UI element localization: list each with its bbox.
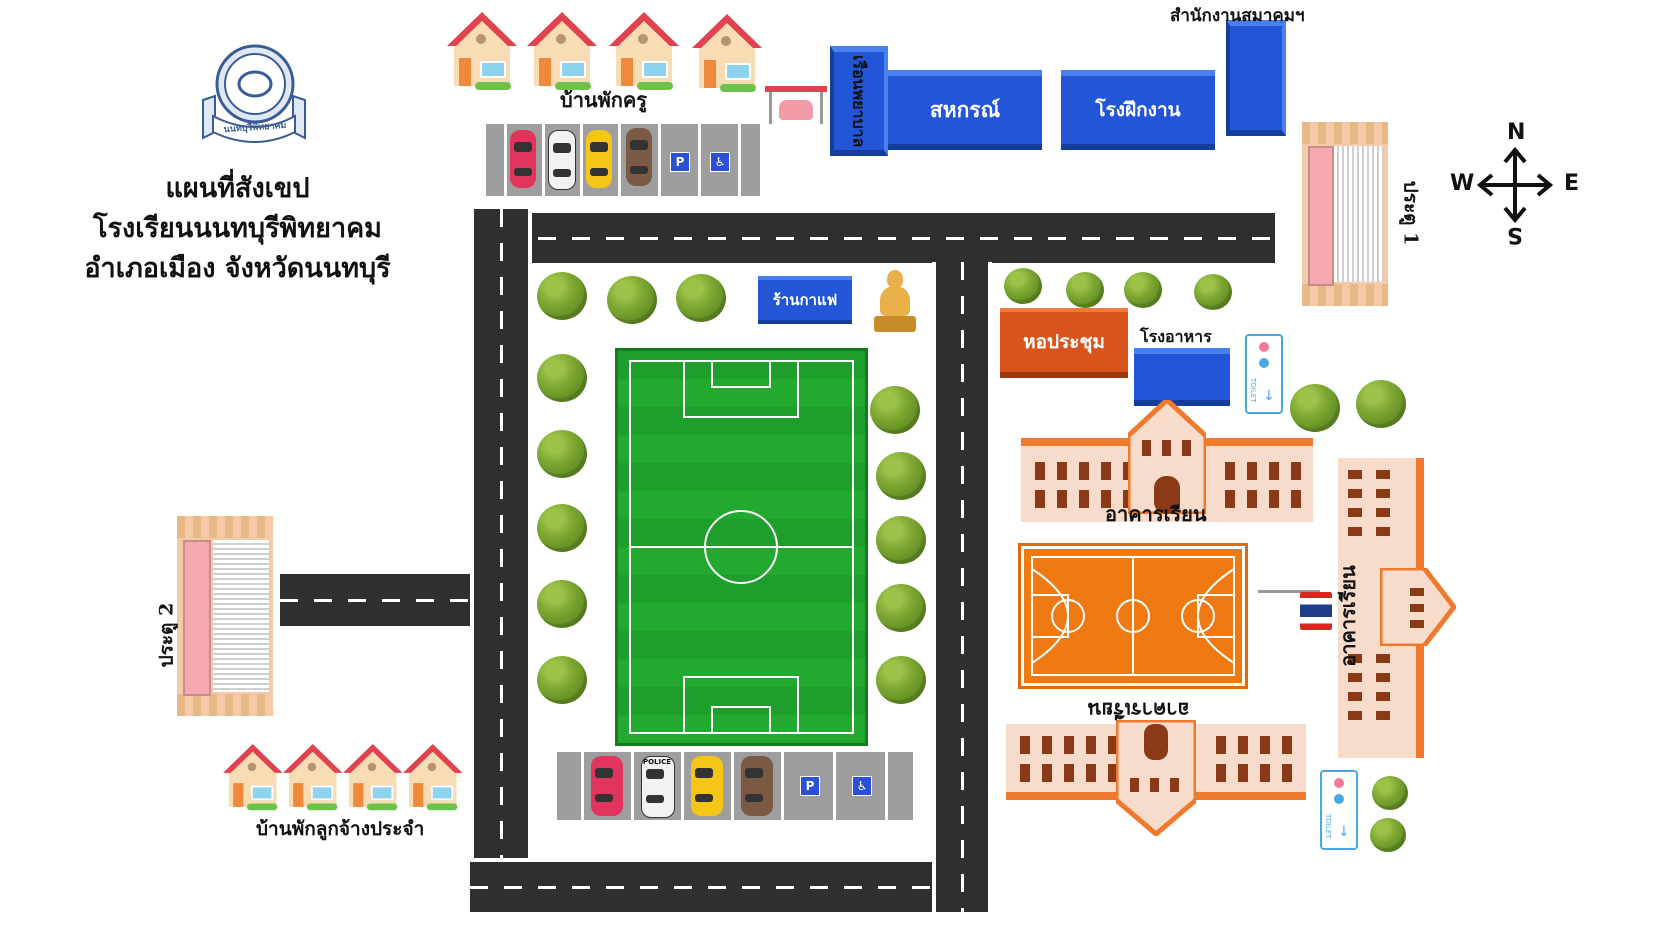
vertical-building: เรือนพยาบาล [830, 46, 888, 156]
parking-lot-top: P ♿ [486, 124, 760, 196]
tree-icon [537, 656, 587, 704]
tree-icon [876, 656, 926, 704]
tree-icon [676, 274, 726, 322]
classroom-building-3-center [1113, 717, 1199, 838]
compass-w: W [1450, 171, 1475, 196]
auditorium-building: หอประชุม [1000, 308, 1128, 378]
teacher-house-icon [527, 12, 597, 90]
auditorium-label: หอประชุม [1023, 331, 1105, 353]
tree-icon [1372, 776, 1408, 810]
truck-icon [741, 756, 773, 816]
toilet-icon: TOILET ↓ [1320, 770, 1358, 850]
classroom-building-3-label: อาคารเรียน [1088, 698, 1190, 722]
association-office-label: สำนักงานสมาคมฯ [1170, 6, 1305, 26]
tree-icon [1066, 272, 1104, 308]
coffee-shop-building: ร้านกาแฟ [758, 276, 852, 324]
tree-icon [1356, 380, 1406, 428]
road-center-vertical [932, 262, 992, 912]
buddha-statue-icon [874, 270, 916, 334]
vertical-building-label: เรือนพยาบาล [849, 54, 869, 148]
map-title-line-2: โรงเรียนนนทบุรีพิทยาคม [93, 213, 382, 244]
tree-icon [607, 276, 657, 324]
compass-s: S [1507, 222, 1523, 247]
gate-1-label: ประตู 1 [1399, 180, 1422, 246]
teacher-house-icon [609, 12, 679, 90]
tree-icon [876, 516, 926, 564]
truck-icon [626, 128, 652, 186]
cafeteria-building [1134, 348, 1230, 406]
staff-house-icon [223, 744, 283, 811]
thai-flag-icon [1258, 586, 1338, 636]
taxi-icon [586, 130, 612, 188]
road-gate-2 [280, 570, 470, 630]
staff-house-icon [283, 744, 343, 811]
police-car-icon [641, 756, 675, 818]
tree-icon [876, 452, 926, 500]
tree-icon [537, 504, 587, 552]
taxi-icon [691, 756, 723, 816]
compass-icon: N S W E [1450, 120, 1580, 250]
compass-e: E [1564, 171, 1580, 196]
tree-icon [1124, 272, 1162, 308]
gate-2 [177, 516, 273, 716]
staff-housing-label: บ้านพักลูกจ้างประจำ [256, 818, 425, 840]
football-field [615, 348, 868, 746]
staff-house-icon [403, 744, 463, 811]
map-title-line-1: แผนที่สังเขป [165, 173, 310, 204]
tree-icon [1290, 384, 1340, 432]
toilet-icon: TOILET ↓ [1245, 334, 1283, 414]
teacher-housing-label: บ้านพักครู [560, 88, 648, 112]
tree-icon [537, 430, 587, 478]
gate-1 [1302, 122, 1388, 306]
car-icon [591, 756, 623, 816]
parking-sign-icon: P [670, 152, 690, 172]
tree-icon [876, 584, 926, 632]
gate-2-label: ประตู 2 [155, 602, 178, 668]
police-car-icon [548, 130, 576, 190]
tree-icon [537, 580, 587, 628]
accessible-parking-icon: ♿ [852, 776, 872, 796]
tree-icon [870, 386, 920, 434]
carport-icon [765, 86, 827, 126]
road-top [470, 209, 1275, 267]
classroom-building-1-label: อาคารเรียน [1105, 502, 1207, 526]
road-left-vertical [470, 209, 532, 909]
toilet-label: TOILET [1324, 814, 1332, 839]
map-title-line-3: อำเภอเมือง จังหวัดนนทบุรี [84, 253, 391, 284]
tree-icon [1370, 818, 1406, 852]
training-building: โรงฝึกงาน [1061, 70, 1215, 150]
parking-lot-bottom: POLICE P ♿ [557, 752, 913, 820]
school-logo: นนทบุรีพิทยาคม [195, 42, 313, 146]
tree-icon [537, 272, 587, 320]
classroom-building-1-center [1125, 396, 1209, 517]
teacher-house-icon [447, 12, 517, 90]
police-label: POLICE [643, 758, 672, 766]
teacher-house-icon [692, 14, 762, 92]
association-office-building [1226, 20, 1286, 136]
tree-icon [1194, 274, 1232, 310]
coffee-shop-label: ร้านกาแฟ [772, 291, 838, 309]
staff-house-icon [343, 744, 403, 811]
accessible-parking-icon: ♿ [710, 152, 730, 172]
road-bottom [470, 858, 932, 916]
training-building-label: โรงฝึกงาน [1095, 99, 1181, 121]
basketball-court [1018, 543, 1248, 689]
classroom-building-2-wing [1377, 565, 1458, 649]
tree-icon [537, 354, 587, 402]
cafeteria-label: โรงอาหาร [1140, 327, 1212, 346]
cooperative-building: สหกรณ์ [888, 70, 1042, 150]
compass-n: N [1507, 120, 1526, 145]
car-icon [510, 130, 536, 188]
parking-sign-icon: P [800, 776, 820, 796]
cooperative-label: สหกรณ์ [929, 96, 1001, 122]
classroom-building-2-label: อาคารเรียน [1335, 565, 1360, 667]
tree-icon [1004, 268, 1042, 304]
toilet-label: TOILET [1249, 378, 1257, 403]
